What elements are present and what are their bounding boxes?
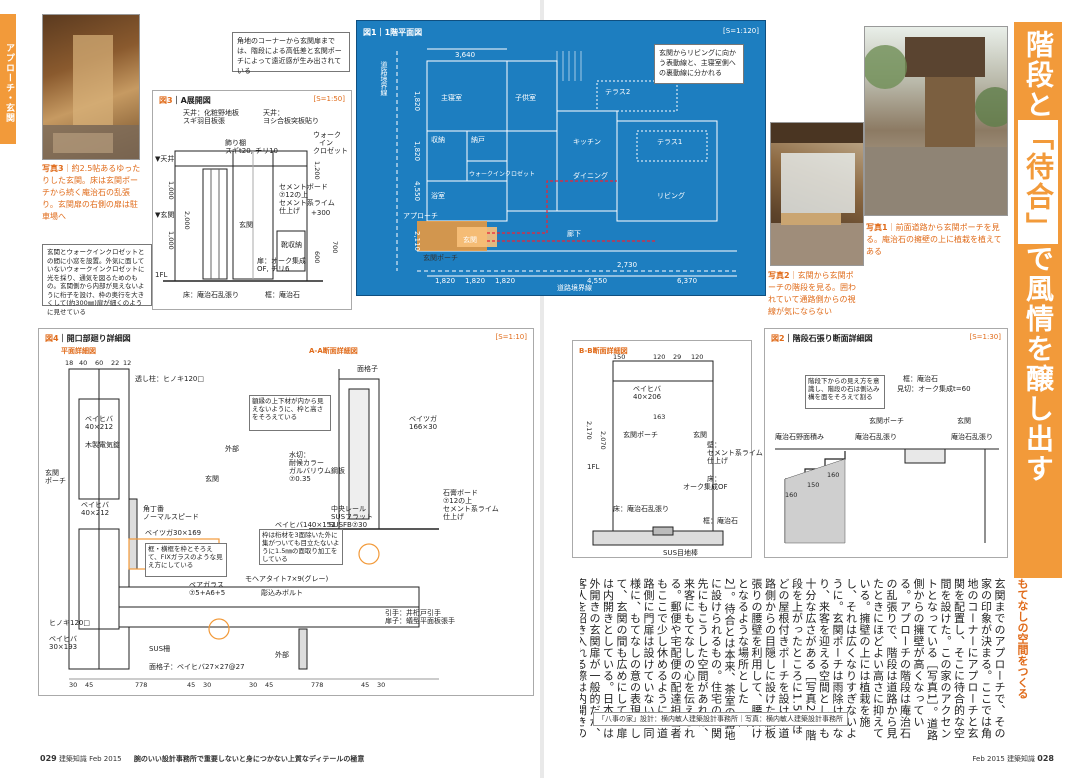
figure-2-stair-section: 図2｜階段石張り断面詳細図 [S=1:30] 階段下からの見え方を意識し、階段の… (764, 328, 1008, 558)
photo-2-image (771, 123, 863, 265)
photo-credit: 「八事の家」設計：横内敏人建築設計事務所｜写真：横内敏人建築設計事務所 (593, 712, 848, 726)
figure-4-opening-detail: 図4｜開口部廻り詳細図 [S=1:10] 平面詳細図 A-A断面詳細図 (38, 328, 534, 696)
stair-callout: 階段下からの見え方を意識し、階段の石は側込み構を面をそろえて割る (805, 375, 885, 409)
page-gutter (540, 0, 544, 778)
photo-2-caption: 写真2｜玄関から玄関ポーチの階段を見る。囲われていて通路側からの視線が気にならな… (768, 270, 860, 318)
figure-4-drawing (68, 368, 439, 680)
photo-3-caption: 写真3｜約2.5帖あるゆったりした玄関。床は玄関ポーチから続く庵治石の乱張り。玄… (42, 163, 142, 223)
note-frame-fix: 框・横框を枠とそろえて、FIXガラスのような見え方にしている (145, 543, 227, 577)
title-band (1014, 22, 1062, 578)
photo-2-porch-steps (770, 122, 864, 266)
bb-section-drawing (592, 360, 724, 546)
figure-3-elevation: 図3｜A展開図 [S=1:50] 天井：化粧野地板 スギ羽目板張 天井： ヨシ合… (152, 90, 352, 310)
figure-bb-section: B-B断面詳細図 ベイヒバ 40×206 玄関ポーチ 玄関 壁： セメント系ライ… (572, 340, 763, 558)
photo-1-caption: 写真1｜前面道路から玄関ポーチを見る。庵治石の擁壁の上に植栽を植えてある (866, 222, 1006, 258)
photo-1-front-road (864, 26, 1008, 216)
note-frame-height: 額縁の上下材が内から見えないように、枠と高さをそろえている (249, 395, 331, 431)
footer-left: 029 建築知識 Feb 2015 腕のいい設計事務所で重要しないと身につかない… (40, 754, 365, 763)
stair-drawing (775, 448, 999, 544)
callout-approach: 角地のコーナーから玄関扉までは、階段による高低差と玄関ポーチによって遠近感が生み… (232, 32, 350, 75)
section-tab: アプローチ・玄関 (0, 14, 16, 144)
note-wic-window: 玄関とウォークインクロゼットとの間に小窓を設置。外気に面していないウォークインク… (42, 244, 152, 316)
article-title: 階段と「待合」で風情を醸し出す (1018, 30, 1058, 484)
note-chamfer: 枠は桁材を3面除いた外に集がついても目立たないように1.5㎜の面取り加工をしてい… (259, 529, 343, 565)
photo-3-image (43, 35, 139, 159)
article-body: 玄関までのアプローチで、その家の印象が決まる。ここでは角地のコーナーにアプローチ… (580, 578, 1006, 741)
section-subhead: もてなしの空間をつくる (1016, 578, 1029, 699)
callout-circulation: 玄関からリビングに向かう表動線と、主寝室側への裏動線に分かれる (654, 44, 744, 84)
figure-3-drawing (163, 150, 323, 282)
floor-plan-drawing (396, 48, 737, 277)
photo-3-entrance-hall (42, 14, 140, 160)
footer-right: Feb 2015 建築知識 028 (972, 754, 1054, 763)
photo-1-image (865, 37, 1007, 215)
